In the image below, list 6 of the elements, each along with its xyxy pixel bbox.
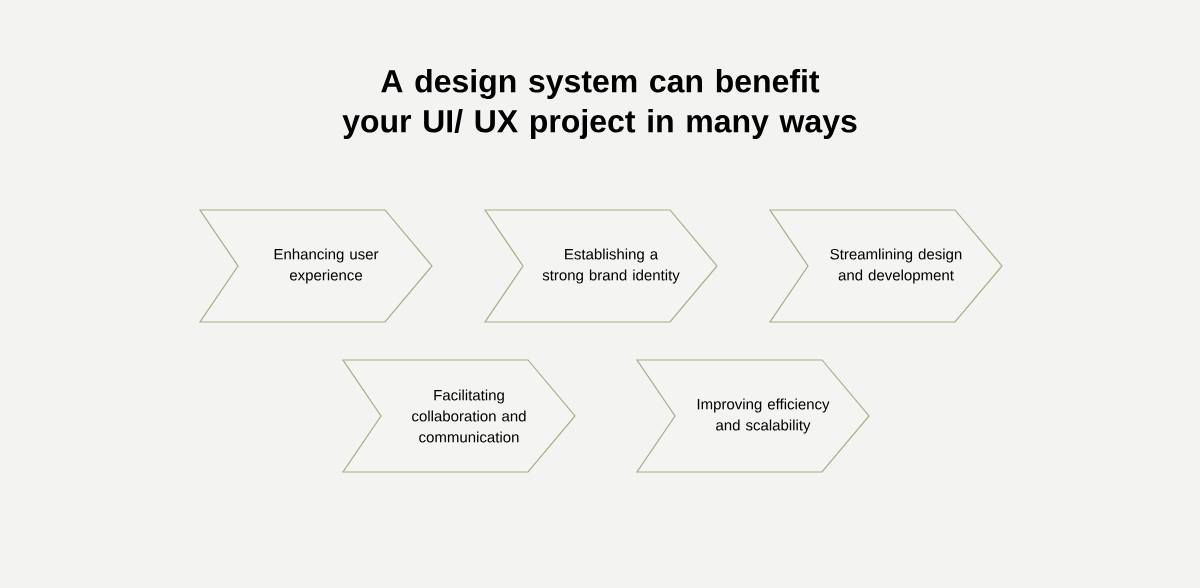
chevron-box: Streamlining design and development <box>768 209 1003 323</box>
chevron-box: Improving efficiency and scalability <box>635 359 870 473</box>
chevron-box: Facilitating collaboration and communication <box>341 359 576 473</box>
title: A design system can benefit your UI/ UX project in many ways <box>342 69 857 139</box>
chevron-box: Enhancing user experience <box>198 209 433 323</box>
chevron-box: Establishing a strong brand identity <box>483 209 718 323</box>
